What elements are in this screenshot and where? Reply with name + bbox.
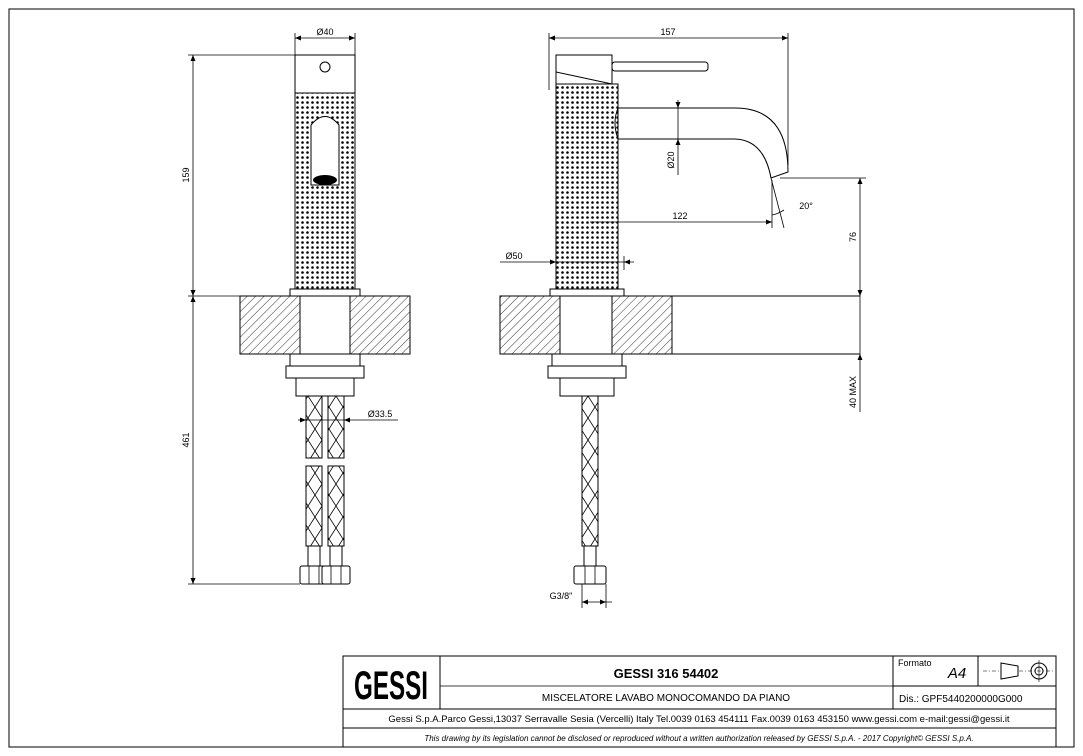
dim-body-diameter: Ø50 — [505, 251, 522, 261]
side-spout — [617, 107, 789, 179]
side-lever-handle — [611, 61, 709, 72]
side-deck-hatch-right — [611, 295, 673, 355]
front-spout-opening — [310, 116, 340, 186]
front-deck-hatch-right — [349, 295, 411, 355]
side-knurled-body — [555, 83, 619, 291]
front-deck-hatch-left — [239, 295, 301, 355]
dim-front-total: 461 — [181, 432, 191, 447]
drawing-number: Dis.: GPF5440200000G000 — [899, 694, 1023, 705]
side-view: 157 Ø20 122 20° 76 Ø50 40 MAX G3/8" — [499, 27, 866, 608]
front-view: Ø40 159 461 Ø33.5 — [181, 27, 411, 585]
title-block: GESSI GESSI 316 54402 MISCELATORE LAVABO… — [342, 655, 1057, 748]
product-code: GESSI 316 54402 — [614, 666, 719, 681]
dim-side-width: 157 — [660, 27, 675, 37]
projection-symbol-icon — [983, 660, 1054, 682]
sheet-border — [8, 8, 1075, 748]
front-cap-hole — [319, 61, 331, 73]
format-value: A4 — [947, 665, 966, 682]
dim-thread: G3/8" — [550, 591, 573, 601]
dim-spout-height: 76 — [848, 232, 858, 242]
dim-front-height: 159 — [181, 167, 191, 182]
front-hose-nut-right — [321, 565, 351, 585]
side-hose — [581, 395, 599, 547]
format-label: Formato — [898, 658, 932, 668]
gessi-logo: GESSI — [354, 664, 428, 708]
side-lever — [555, 54, 613, 85]
side-hose-nut — [573, 565, 607, 585]
company-info: Gessi S.p.A.Parco Gessi,13037 Serravalle… — [388, 714, 1010, 725]
dim-spout-angle: 20° — [799, 201, 813, 211]
dim-hose-diameter: Ø33.5 — [368, 409, 393, 419]
dim-deck-max: 40 MAX — [848, 376, 858, 408]
dim-spout-reach: 122 — [672, 211, 687, 221]
product-description: MISCELATORE LAVABO MONOCOMANDO DA PIANO — [542, 693, 790, 704]
dim-spout-diameter: Ø20 — [666, 151, 676, 168]
front-hose-left — [305, 395, 323, 459]
side-deck-hatch-left — [499, 295, 561, 355]
dim-front-diameter: Ø40 — [316, 27, 333, 37]
copyright-disclaimer: This drawing by its legislation cannot b… — [424, 734, 973, 743]
